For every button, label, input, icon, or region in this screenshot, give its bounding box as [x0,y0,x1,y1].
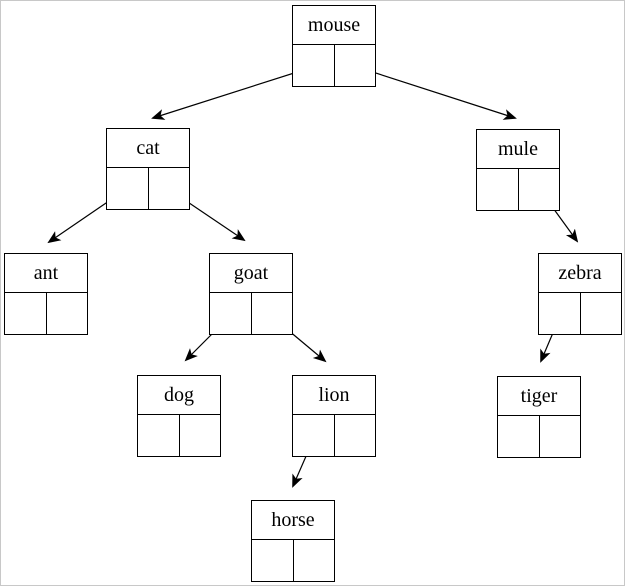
pointer-cells [476,168,560,211]
tree-node-ant: ant [4,253,88,335]
node-label: zebra [538,253,622,293]
pointer-cells [106,167,190,210]
right-pointer-cell [147,167,190,210]
left-pointer-cell [106,167,149,210]
tree-node-zebra: zebra [538,253,622,335]
right-pointer-cell [517,168,560,211]
edge-mouse-cat-arrow [151,66,314,120]
node-label: ant [4,253,88,293]
node-label: lion [292,375,376,415]
left-pointer-cell [4,292,47,335]
node-label: goat [209,253,293,293]
pointer-cells [251,539,335,582]
right-pointer-cell [178,414,221,457]
tree-node-goat: goat [209,253,293,335]
tree-node-cat: cat [106,128,190,210]
pointer-cells [209,292,293,335]
right-pointer-cell [538,415,581,458]
tree-node-tiger: tiger [497,376,581,458]
pointer-cells [538,292,622,335]
pointer-cells [292,44,376,87]
tree-node-mouse: mouse [292,5,376,87]
edge-mouse-mule-arrow [353,65,517,120]
left-pointer-cell [497,415,540,458]
right-pointer-cell [45,292,88,335]
left-pointer-cell [292,414,335,457]
tree-node-mule: mule [476,129,560,211]
right-pointer-cell [579,292,622,335]
node-label: horse [251,500,335,540]
left-pointer-cell [292,44,335,87]
right-pointer-cell [333,414,376,457]
left-pointer-cell [476,168,519,211]
left-pointer-cell [538,292,581,335]
tree-node-horse: horse [251,500,335,582]
node-label: mouse [292,5,376,45]
node-label: mule [476,129,560,169]
node-label: cat [106,128,190,168]
left-pointer-cell [137,414,180,457]
tree-node-lion: lion [292,375,376,457]
pointer-cells [137,414,221,457]
pointer-cells [4,292,88,335]
left-pointer-cell [209,292,252,335]
right-pointer-cell [250,292,293,335]
right-pointer-cell [333,44,376,87]
node-label: tiger [497,376,581,416]
pointer-cells [497,415,581,458]
left-pointer-cell [251,539,294,582]
tree-node-dog: dog [137,375,221,457]
right-pointer-cell [292,539,335,582]
pointer-cells [292,414,376,457]
node-label: dog [137,375,221,415]
